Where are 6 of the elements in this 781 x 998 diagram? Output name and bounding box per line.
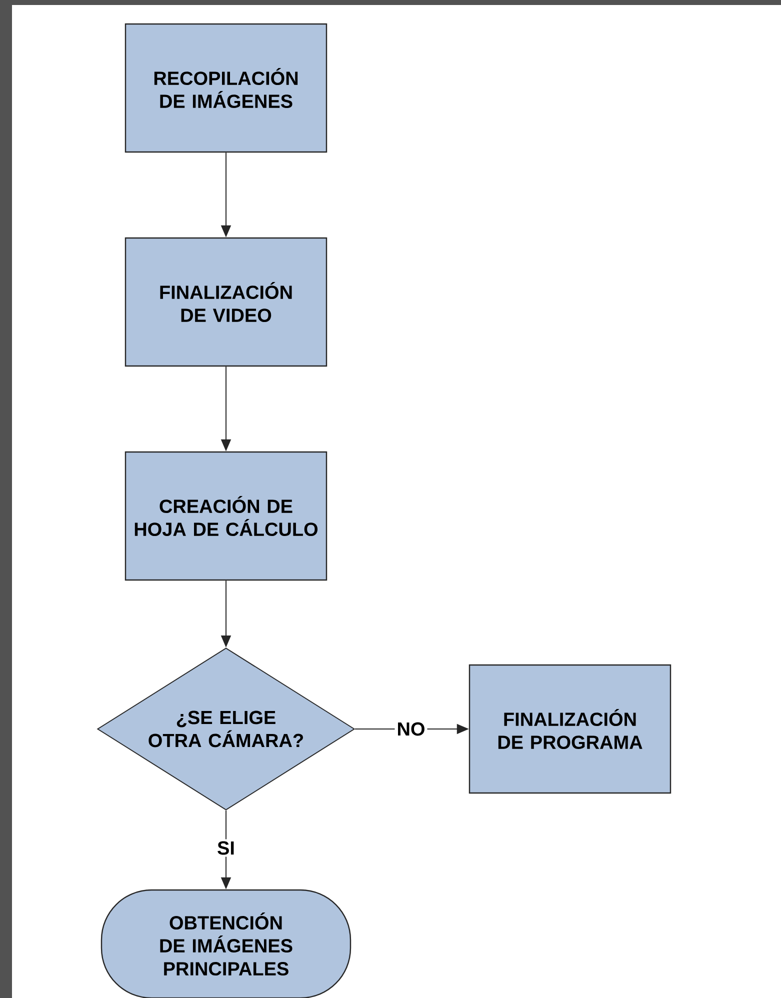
- process-box: FINALIZACIÓN DE PROGRAMA: [468, 664, 672, 794]
- process-box: FINALIZACIÓN DE VIDEO: [124, 237, 328, 367]
- process-box: CREACIÓN DE HOJA DE CÁLCULO: [124, 451, 328, 581]
- process-box: RECOPILACIÓN DE IMÁGENES: [124, 23, 328, 153]
- edge-label: SI: [215, 839, 237, 857]
- edge-label: NO: [394, 720, 428, 738]
